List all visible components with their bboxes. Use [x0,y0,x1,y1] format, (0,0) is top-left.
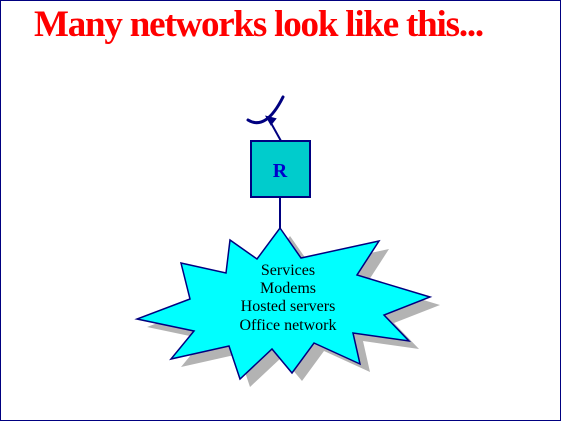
cloud-text: Services Modems Hosted servers Office ne… [240,262,337,334]
cloud-line-hosted-servers: Hosted servers [241,298,336,315]
router-node: R [250,140,311,198]
antenna-icon [246,95,285,142]
cloud-line-modems: Modems [260,280,316,297]
network-cloud [134,226,433,381]
slide-title: Many networks look like this... [34,4,484,45]
cloud-line-services: Services [261,262,315,279]
cloud-line-office-network: Office network [240,317,337,334]
router-label: R [273,160,288,182]
